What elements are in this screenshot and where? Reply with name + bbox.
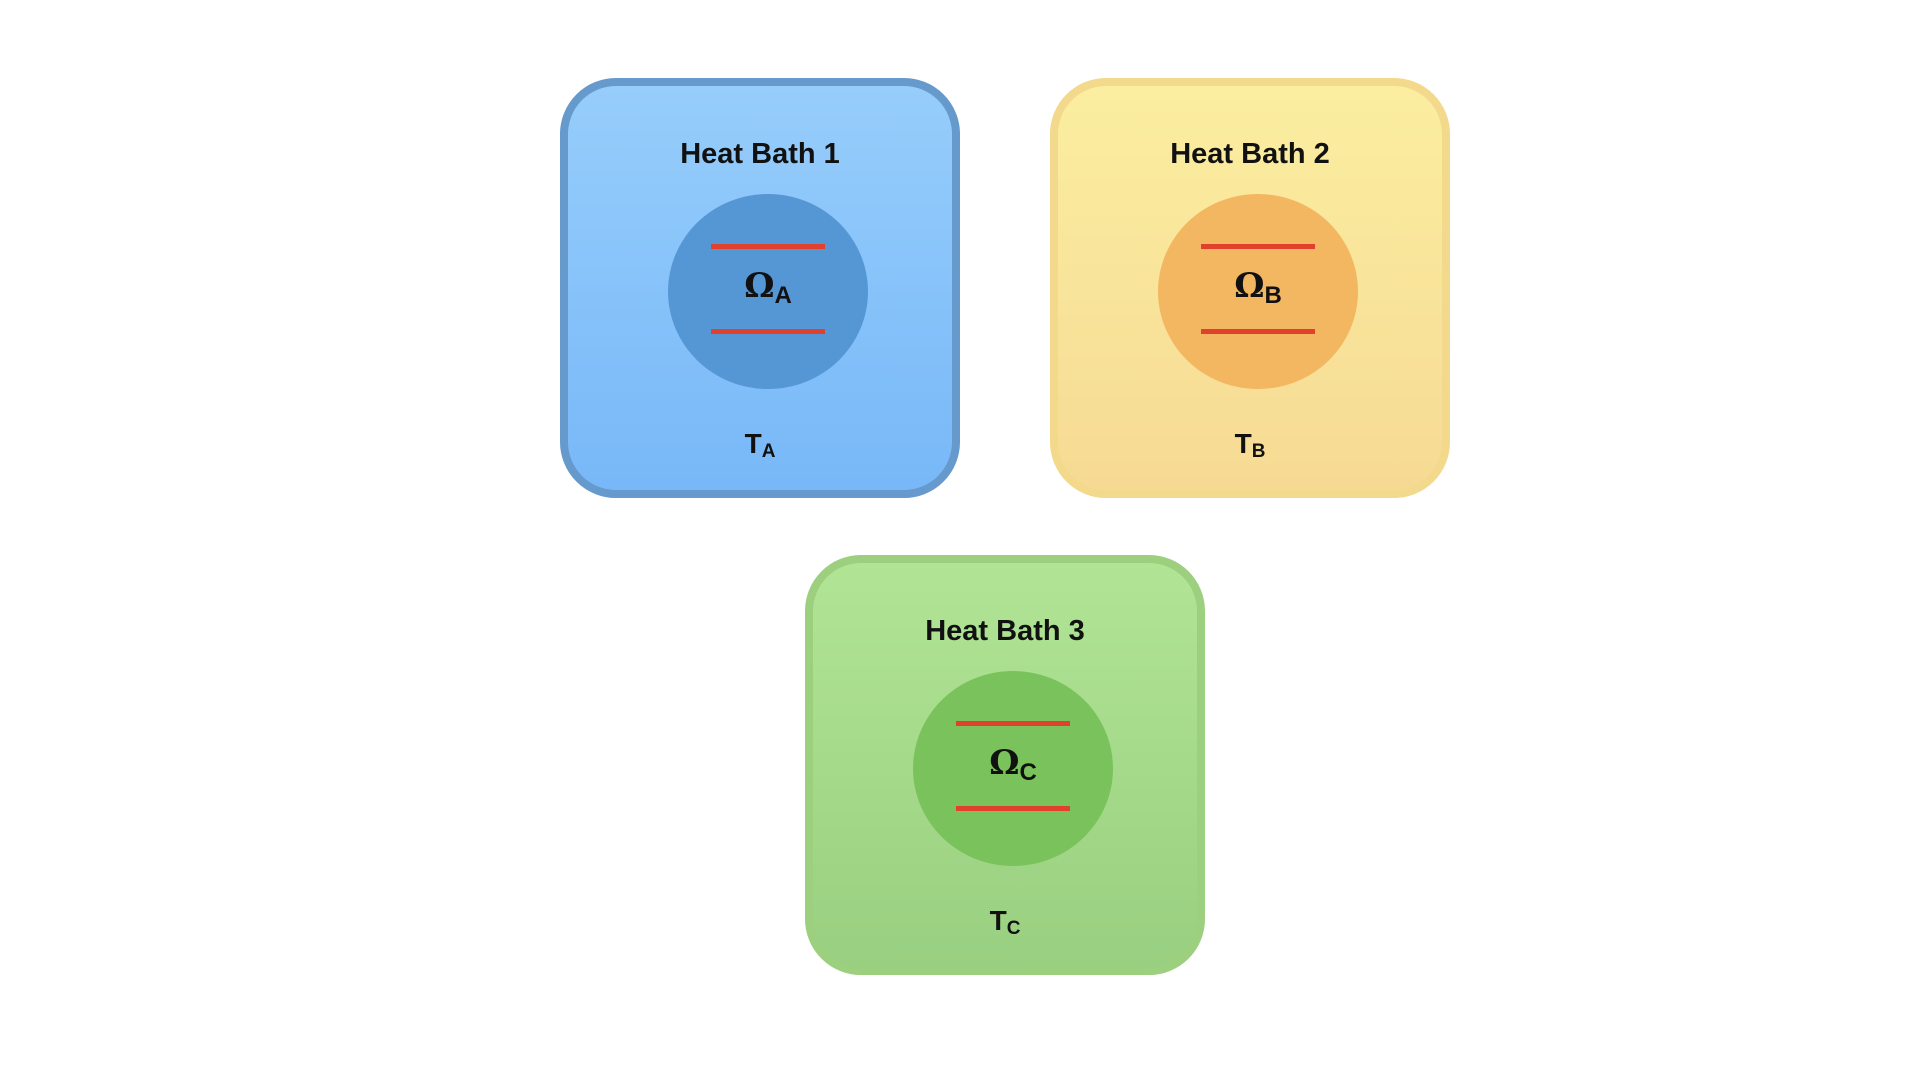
heat-bath-2: Heat Bath 2 ΩB TB (1050, 78, 1450, 498)
frequency-subscript: A (774, 282, 792, 309)
frequency-symbol: Ω (1234, 266, 1265, 306)
upper-energy-level (956, 721, 1070, 726)
frequency-label: ΩA (668, 266, 868, 309)
frequency-symbol: Ω (744, 266, 775, 306)
frequency-subscript: B (1264, 282, 1282, 309)
lower-energy-level (956, 806, 1070, 811)
heat-bath-1: Heat Bath 1 ΩA TA (560, 78, 960, 498)
heat-bath-title: Heat Bath 3 (925, 615, 1085, 647)
temperature-label: TA (568, 428, 952, 462)
frequency-subscript: C (1019, 759, 1037, 786)
upper-energy-level (711, 244, 825, 249)
temperature-subscript: C (1006, 918, 1021, 939)
frequency-symbol: Ω (989, 743, 1020, 783)
heat-bath-title: Heat Bath 1 (680, 138, 840, 170)
two-level-system: ΩA (668, 194, 868, 389)
temperature-symbol: T (1234, 428, 1252, 459)
lower-energy-level (711, 329, 825, 334)
two-level-system: ΩC (913, 671, 1113, 866)
temperature-subscript: B (1251, 441, 1266, 462)
temperature-label: TB (1058, 428, 1442, 462)
temperature-symbol: T (744, 428, 762, 459)
upper-energy-level (1201, 244, 1315, 249)
temperature-subscript: A (761, 441, 776, 462)
two-level-system: ΩB (1158, 194, 1358, 389)
frequency-label: ΩC (913, 743, 1113, 786)
heat-bath-title: Heat Bath 2 (1170, 138, 1330, 170)
heat-bath-3: Heat Bath 3 ΩC TC (805, 555, 1205, 975)
temperature-symbol: T (989, 905, 1007, 936)
frequency-label: ΩB (1158, 266, 1358, 309)
temperature-label: TC (813, 905, 1197, 939)
lower-energy-level (1201, 329, 1315, 334)
